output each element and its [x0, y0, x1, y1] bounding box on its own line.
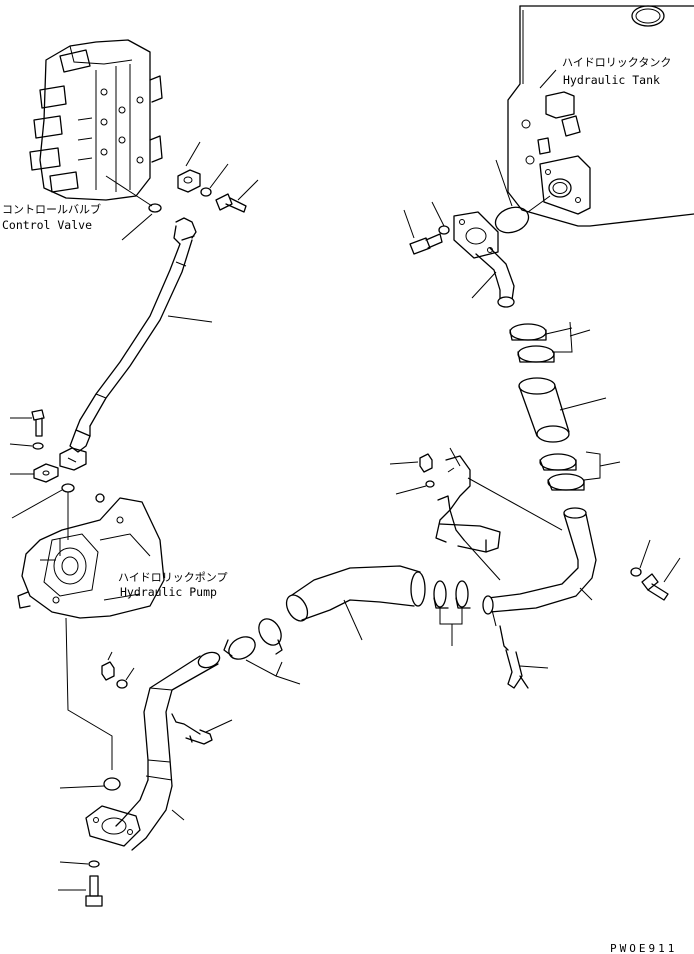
bolt-left	[10, 409, 45, 437]
o-ring-lower	[59, 777, 121, 791]
o-ring-tank	[494, 159, 551, 234]
lower-flange-valve	[59, 447, 87, 471]
nut-bracket	[389, 453, 433, 473]
suction-flange-lower	[85, 805, 185, 847]
washer-top	[200, 163, 229, 197]
o-ring-valve	[121, 203, 162, 241]
bolt-right	[641, 557, 681, 601]
o-ring-left	[11, 483, 75, 540]
suction-tube-right	[482, 507, 597, 615]
drain-fitting-lower	[171, 713, 233, 745]
suction-tube-lower	[115, 651, 221, 851]
hose-clamp-upper	[509, 323, 573, 341]
hose-clamps-middle	[223, 618, 301, 685]
bracket-right	[435, 447, 563, 581]
control-valve	[29, 39, 163, 207]
drawing-code: PWOE911	[610, 942, 677, 954]
washer-bracket	[395, 480, 435, 495]
suction-hose-middle	[285, 565, 426, 641]
pump-leader-line	[65, 617, 113, 770]
control-valve-label-en: Control Valve	[2, 218, 92, 232]
hose-short-upper	[518, 377, 607, 443]
drain-fitting-right	[491, 609, 549, 689]
washer-lower-2	[116, 667, 135, 689]
tank-label-en: Hydraulic Tank	[563, 73, 660, 87]
hydraulic-tank	[507, 5, 694, 227]
pump-label: ハイドロリックポンプ Hydraulic Pump	[118, 571, 227, 599]
hose-clamp-upper-2	[517, 321, 591, 363]
washer-tank-flange	[431, 201, 450, 235]
valve-hose	[69, 217, 213, 453]
nut-lower	[101, 651, 115, 681]
tank-flange-upper	[453, 211, 499, 259]
washer-lower	[59, 860, 100, 868]
hose-clamp-lower-right	[539, 451, 621, 491]
pump-label-jp: ハイドロリックポンプ	[118, 571, 227, 584]
tank-label-jp: ハイドロリックタンク	[562, 56, 671, 69]
bolt-tank-flange	[403, 209, 443, 255]
control-valve-label-jp: コントロールバルブ	[2, 202, 101, 216]
bolt-lower	[58, 875, 103, 907]
elbow-upper	[471, 247, 515, 308]
hydraulic-pump	[17, 493, 165, 619]
bolt-top	[215, 179, 259, 213]
washer-left	[9, 442, 44, 450]
split-flange-top	[177, 141, 201, 193]
tank-label: ハイドロリックタンク Hydraulic Tank	[539, 56, 671, 89]
washer-right	[630, 539, 651, 577]
control-valve-label: コントロールバルブ Control Valve	[2, 202, 101, 232]
hose-clamps-right	[433, 580, 471, 646]
pump-label-en: Hydraulic Pump	[120, 585, 217, 599]
split-flange-left	[10, 463, 59, 483]
